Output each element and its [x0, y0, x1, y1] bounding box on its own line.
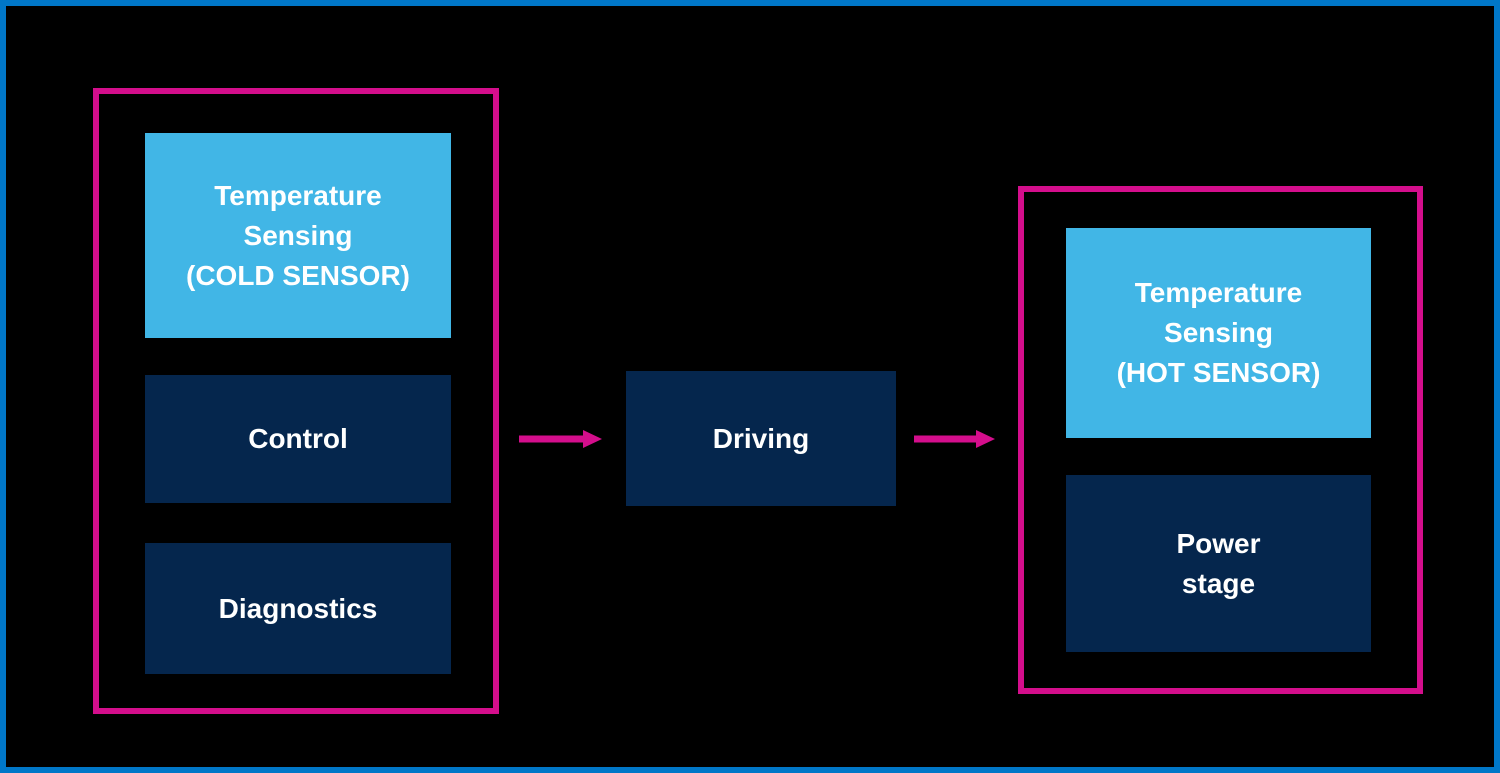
node-label-line: (HOT SENSOR)	[1116, 357, 1321, 388]
node-control: Control	[145, 375, 451, 503]
node-diagnostics: Diagnostics	[145, 543, 451, 674]
node-label-line: Control	[248, 423, 348, 454]
node-driving: Driving	[626, 371, 896, 506]
node-temperature-sensing-hot: Temperature Sensing (HOT SENSOR)	[1066, 228, 1371, 438]
hot-side-group-outline	[1018, 186, 1423, 694]
node-label-line: Temperature	[1134, 277, 1303, 308]
arrow-left-to-driving-icon	[519, 430, 602, 448]
node-power-stage: Power stage	[1066, 475, 1371, 652]
cold-side-group-outline	[93, 88, 499, 714]
node-label-line: Power	[1176, 527, 1261, 559]
node-label-line: Sensing	[243, 219, 353, 251]
node-label-line: (COLD SENSOR)	[186, 259, 410, 291]
node-label-line: stage	[1181, 567, 1256, 599]
node-label-line: Temperature	[214, 179, 382, 211]
node-label-line: Driving	[712, 422, 810, 454]
node-label-line: Sensing	[1164, 317, 1273, 348]
node-temperature-sensing-cold: Temperature Sensing (COLD SENSOR)	[145, 133, 451, 338]
node-label-line: Diagnostics	[218, 592, 378, 624]
arrow-driving-to-right-icon	[914, 430, 995, 448]
